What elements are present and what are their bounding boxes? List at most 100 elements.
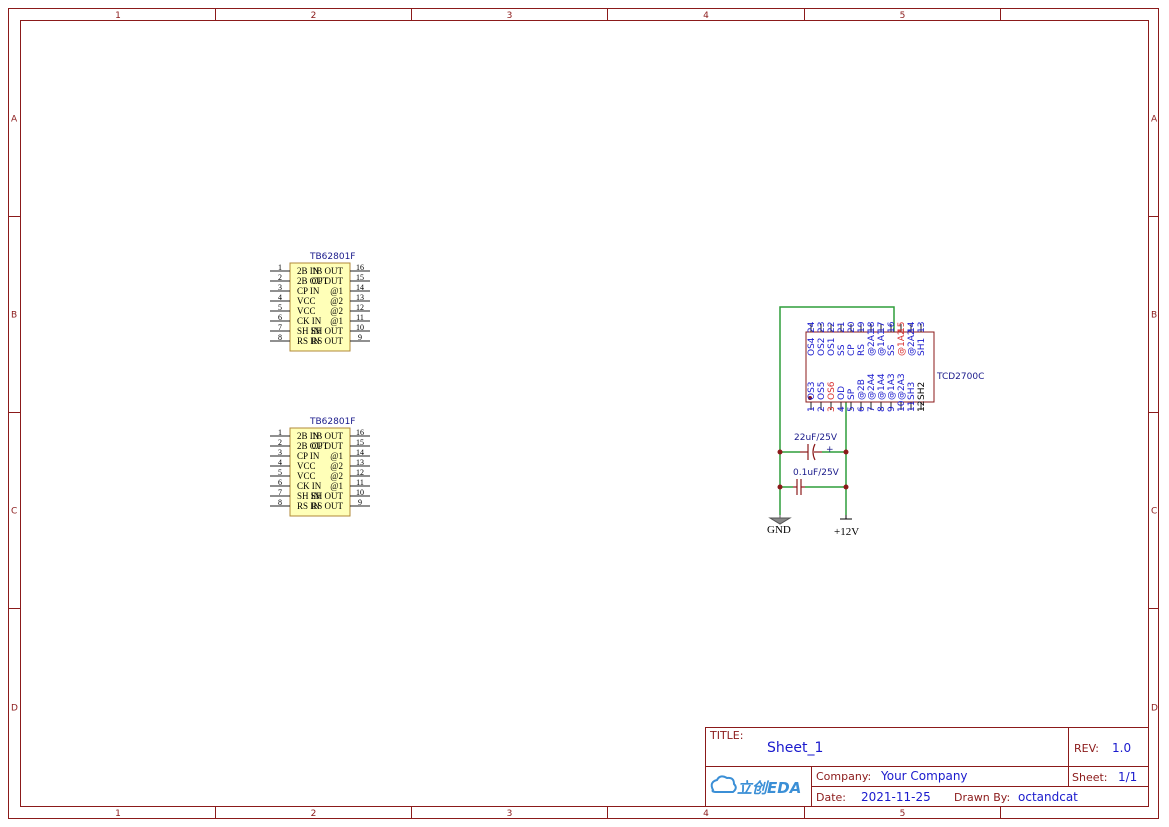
sensor-pin-name: CP [847,344,857,356]
sensor-pin-number: 16 [887,321,897,333]
sensor-pin-number: 13 [917,322,927,333]
sensor-pin-name: SH2 [917,382,927,400]
sheet-value: 1/1 [1118,770,1137,784]
row-label-right: D [1151,704,1158,714]
sensor-pin-name: @2A4 [867,373,877,400]
pin-number: 16 [356,263,364,272]
col-label-top: 5 [900,11,906,21]
sensor-pin-name: @1A2 [897,329,907,356]
pin-number: 13 [356,293,364,302]
pin-number: 4 [278,293,282,302]
sensor-pin-name: @2A2 [907,329,917,356]
sensor-pin-name: SS [887,344,897,356]
pin-number: 15 [356,438,364,447]
pin-name: CP OUT [312,276,344,286]
pin-number: 15 [356,273,364,282]
capacitor-22uf[interactable]: + 22uF/25V [794,433,838,461]
pin-number: 4 [278,458,282,467]
pin-name: @1 [330,286,343,296]
col-label-bottom: 5 [900,809,906,819]
sensor-pin-number: 8 [877,406,887,412]
sensor-pin-number: 19 [857,321,867,333]
pin-number: 6 [278,478,282,487]
pin-name: SH IN [297,326,321,336]
sensor-pin-number: 2 [817,406,827,412]
pin-number: 3 [278,448,282,457]
pin-name: CP IN [297,451,320,461]
pin-number: 11 [356,478,364,487]
pin-number: 5 [278,468,282,477]
col-label-top: 4 [703,11,709,21]
rev-value: 1.0 [1112,741,1131,755]
sensor-pin-number: 24 [807,321,817,333]
pin-number: 7 [278,488,282,497]
pin-number: 2 [278,273,282,282]
pin-number: 9 [358,333,362,342]
pin-number: 13 [356,458,364,467]
sensor-pin-name: SH1 [917,338,927,356]
row-label-right: B [1151,311,1157,321]
capacitor-0-1uf[interactable]: 0.1uF/25V [793,468,840,495]
pin-name: VCC [297,461,316,471]
pin-name: CK IN [297,481,322,491]
pin-number: 2 [278,438,282,447]
sensor-pin-name: @2A3 [897,373,907,400]
sensor-pin-number: 4 [837,406,847,412]
cap-plus-sign: + [826,445,834,455]
sensor-pin-number: 21 [837,322,847,333]
sensor-pin-name: SH3 [907,382,917,400]
pin-number: 6 [278,313,282,322]
sensor-pin-name: OS2 [817,337,827,356]
pin-number: 1 [278,428,282,437]
sensor-pin-number: 18 [867,321,877,333]
pin-name: RS IN [297,501,320,511]
pin-number: 8 [278,498,282,507]
pin1-marker [808,396,812,400]
pin-number: 14 [356,448,364,457]
col-label-top: 3 [507,11,513,21]
row-label-right: C [1151,507,1157,517]
junctions [777,449,849,490]
sensor-pin-name: @1A3 [887,373,897,400]
sensor-pin-name: @1A4 [877,373,887,400]
ccd-sensor-tcd2700c[interactable]: TCD2700C24OS423OS222OS121SS20CP19RS18@2A… [805,321,984,412]
pin-number: 9 [358,498,362,507]
sensor-pin-number: 12 [917,401,927,412]
sensor-pin-number: 20 [847,321,857,333]
chip-name: TB62801F [309,252,355,262]
sensor-pin-name: @1A1 [877,329,887,356]
pin-name: CK IN [297,316,322,326]
wire-top-loop [779,306,895,452]
pin-number: 12 [356,303,364,312]
company-label: Company: [816,770,871,783]
title-value: Sheet_1 [767,740,823,756]
chip-name: TB62801F [309,417,355,427]
col-label-bottom: 1 [115,809,121,819]
col-label-bottom: 3 [507,809,513,819]
pin-number: 3 [278,283,282,292]
pin-number: 7 [278,323,282,332]
gnd-symbol[interactable]: GND [767,515,792,536]
pin-name: @1 [330,316,343,326]
vcc-symbol[interactable]: +12V [834,515,859,538]
wire-network [779,306,895,515]
chip-body [289,427,351,517]
sensor-pin-number: 14 [907,321,917,333]
pin-name: 2B IN [297,266,320,276]
pin-name: VCC [297,306,316,316]
inner-border [20,20,1149,807]
col-label-top: 1 [115,11,121,21]
pin-name: RS OUT [311,336,343,346]
pin-name: SH IN [297,491,321,501]
sensor-pin-name: OS1 [827,337,837,356]
date-value: 2021-11-25 [861,790,931,804]
pin-name: 1B OUT [312,431,344,441]
logo-text: 立创EDA [737,779,801,797]
sensor-pin-name: OD [837,386,847,400]
pin-number: 16 [356,428,364,437]
gnd-label: GND [767,524,791,536]
sensor-pin-number: 10 [897,400,907,412]
